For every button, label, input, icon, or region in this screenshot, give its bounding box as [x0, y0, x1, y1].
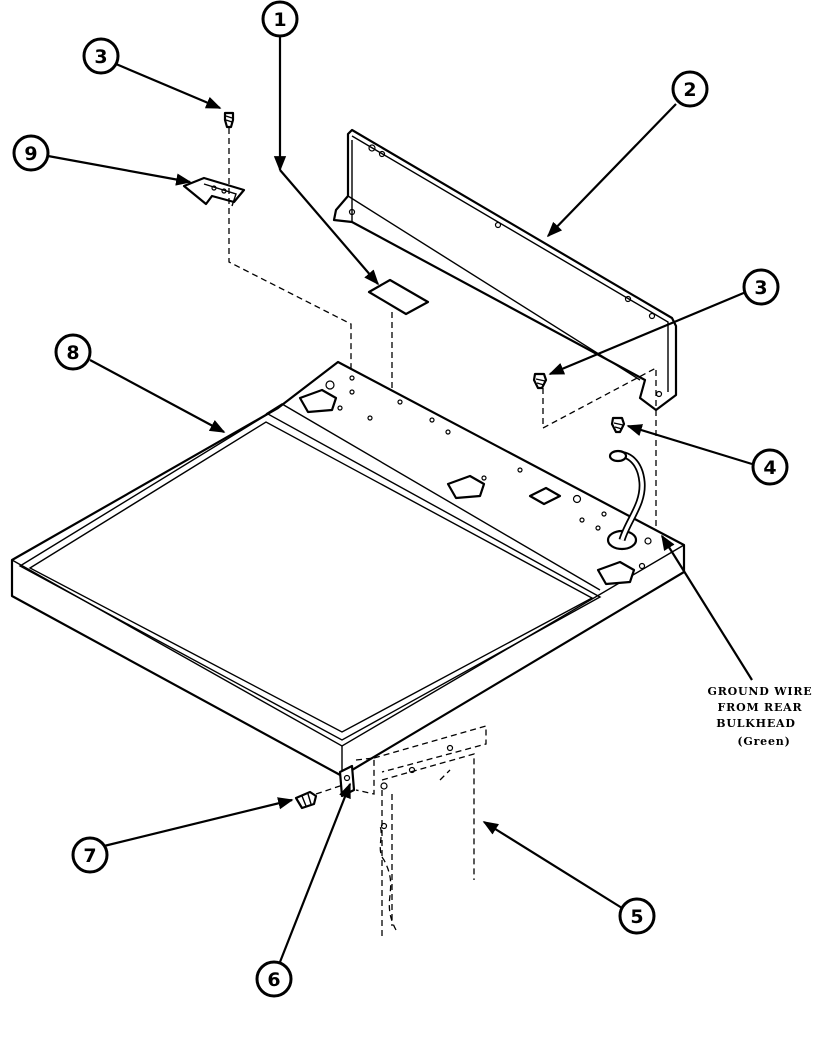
control-panel-bracket	[332, 128, 678, 412]
callout-3-top-left: 3	[82, 37, 120, 75]
screw-bracket-right	[532, 372, 548, 390]
callout-9: 9	[12, 134, 50, 172]
svg-text:7: 7	[83, 845, 96, 867]
screw-top-left	[223, 111, 235, 129]
note-line-1: GROUND WIRE	[708, 685, 813, 698]
label-plate	[367, 278, 430, 316]
callout-2: 2	[671, 70, 709, 108]
top-clip	[298, 388, 338, 414]
top-clip	[446, 474, 486, 500]
note-line-4: (Green)	[737, 735, 790, 748]
cabinet-top	[10, 360, 686, 778]
callout-6: 6	[255, 960, 293, 998]
callout-7: 7	[71, 836, 109, 874]
svg-text:9: 9	[24, 143, 37, 165]
cabinet-outline	[355, 725, 487, 940]
leader-lines	[47, 36, 753, 963]
note-line-3: BULKHEAD	[716, 717, 795, 730]
svg-text:4: 4	[763, 457, 776, 479]
svg-text:3: 3	[754, 277, 767, 299]
hinge	[182, 176, 246, 207]
callout-3-right: 3	[742, 268, 780, 306]
note-line-2: FROM REAR	[718, 701, 803, 714]
callout-5: 5	[618, 897, 656, 935]
svg-text:5: 5	[630, 906, 643, 928]
side-screw	[294, 790, 318, 810]
ground-wire	[608, 449, 646, 542]
svg-text:6: 6	[267, 969, 280, 991]
callout-1: 1	[261, 0, 299, 38]
callout-4: 4	[751, 448, 789, 486]
svg-text:8: 8	[66, 342, 79, 364]
callout-8: 8	[54, 333, 92, 371]
ground-screw	[610, 416, 626, 434]
svg-text:3: 3	[94, 46, 107, 68]
svg-text:1: 1	[273, 9, 286, 31]
svg-text:2: 2	[683, 79, 696, 101]
top-clip	[596, 560, 636, 586]
ground-wire-note: GROUND WIRE FROM REAR BULKHEAD (Green)	[708, 685, 813, 748]
